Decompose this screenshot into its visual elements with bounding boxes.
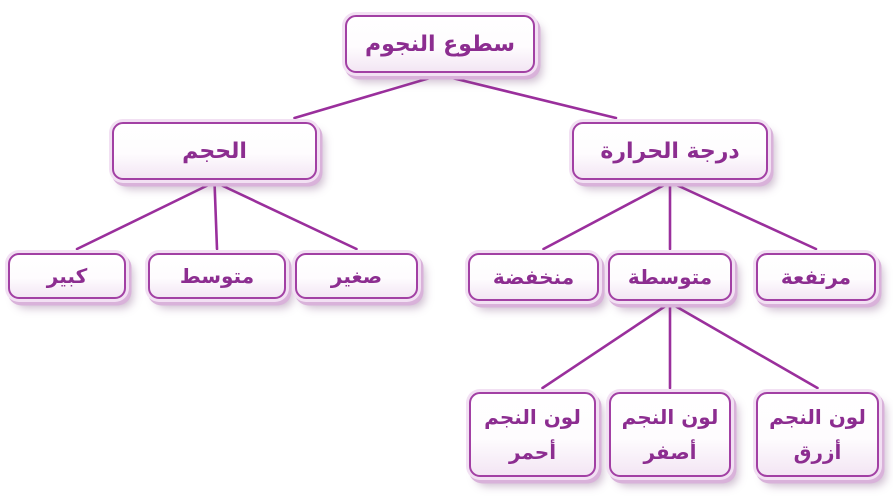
node-temperature: درجة الحرارة	[572, 122, 768, 180]
node-star-color-yellow: لون النجم أصفر	[609, 392, 731, 477]
node-temperature-medium: متوسطة	[608, 253, 732, 301]
node-temperature-high: مرتفعة	[756, 253, 876, 301]
node-size: الحجم	[112, 122, 317, 180]
node-star-color-red: لون النجم أحمر	[469, 392, 596, 477]
node-size-large: كبير	[8, 253, 126, 299]
node-size-small: صغير	[295, 253, 418, 299]
node-size-medium: متوسط	[148, 253, 286, 299]
node-star-color-blue: لون النجم أزرق	[756, 392, 879, 477]
node-star-brightness: سطوع النجوم	[345, 15, 535, 73]
node-temperature-low: منخفضة	[468, 253, 599, 301]
